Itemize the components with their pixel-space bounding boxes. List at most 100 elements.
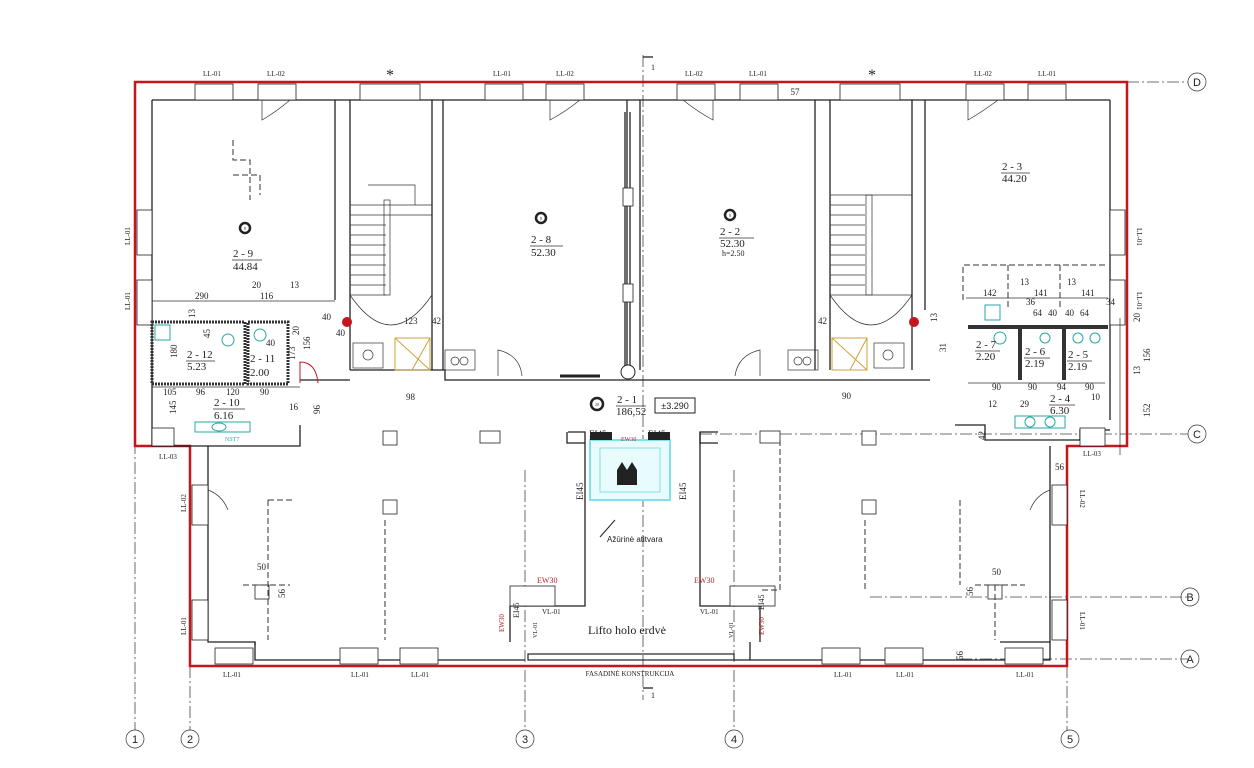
room-area: 2.00	[250, 367, 270, 379]
dimension-label: 120	[226, 387, 240, 397]
room-area: 44.84	[233, 261, 258, 273]
dimension-label: 142	[983, 288, 997, 298]
section-mark-top: 1	[643, 56, 655, 72]
facade-label: FASADINĖ KONSTRUKCIJA	[586, 670, 675, 678]
room-id: 2 - 11	[250, 353, 275, 365]
room-2-3: 2 - 344.20	[1001, 161, 1030, 185]
room-2-12: 2 - 125.23	[186, 349, 215, 373]
dimension-label: 156	[1142, 348, 1152, 362]
dimension-label: 152	[1142, 404, 1152, 418]
room-2-2: 82 - 252.30h=2.50	[719, 208, 754, 258]
room-area: 5.23	[187, 361, 207, 373]
axis-marker-1: 1	[125, 729, 145, 749]
fire-rating-label: EW30	[694, 576, 714, 585]
axis-marker-5: 5	[1060, 729, 1080, 749]
room-id: 2 - 7	[976, 339, 997, 351]
vl-label: VL-01	[533, 622, 539, 638]
window-label: LL-03	[159, 453, 177, 461]
axis-marker-B: B	[1180, 587, 1200, 607]
dimension-label: 116	[260, 291, 274, 301]
dimension-label: 145	[168, 400, 178, 414]
dimension-label: 12	[988, 399, 997, 409]
section-label: 1	[651, 63, 655, 72]
windows	[136, 83, 1126, 665]
dimension-label: 13	[1020, 277, 1030, 287]
level-marker: ±3.290	[654, 397, 696, 414]
dimension-label: 10	[1091, 392, 1101, 402]
dimension-label: 13	[290, 280, 300, 290]
axis-label: 2	[187, 734, 193, 746]
room-2-11: 2 - 11 2.00	[250, 353, 275, 379]
dimension-label: 34	[1106, 297, 1116, 307]
dimension-label: 141	[1081, 288, 1095, 298]
window-label: LL-01	[1078, 612, 1086, 630]
fire-rating-label: EI45	[678, 482, 688, 500]
walls	[151, 99, 1111, 661]
dimension-label: 40	[266, 338, 276, 348]
room-id: 2 - 12	[187, 349, 213, 361]
dimension-label: 105	[163, 387, 177, 397]
fixtures	[150, 140, 1108, 433]
window-labels: LL-01 LL-02 LL-01 LL-02 LL-02 LL-01 LL-0…	[124, 67, 1143, 679]
window-label: LL-01	[493, 70, 511, 78]
staircase-right	[829, 194, 919, 327]
dimension-label: 31	[938, 343, 948, 352]
window-label: LL-01	[411, 671, 429, 679]
axis-label: C	[1193, 429, 1201, 441]
dimension-label: 42	[977, 431, 987, 440]
stair-window-mark: *	[868, 67, 876, 84]
window-label: LL-01	[749, 70, 767, 78]
window-label: LL-01	[203, 70, 221, 78]
stair-window-mark: *	[386, 67, 394, 84]
room-2-8: 82 - 852.30	[530, 211, 563, 259]
dimension-label: 156	[302, 336, 312, 350]
room-area: 52.30	[720, 238, 745, 250]
fire-rating-label: EI45	[589, 429, 607, 439]
section-mark-bottom: 1	[643, 687, 655, 700]
axis-marker-C: C	[1187, 424, 1207, 444]
dimension-label: 64	[1033, 308, 1043, 318]
axis-label: 1	[132, 734, 138, 746]
window-label: LL-01	[1016, 671, 1034, 679]
dimension-label: 123	[404, 316, 418, 326]
dimension-label: 96	[196, 387, 206, 397]
dimension-label: 40	[1065, 308, 1075, 318]
window-label: LL-02	[267, 70, 285, 78]
vl-label: VL-01	[700, 608, 719, 616]
barrier-label: Ažūrinė atitvara	[607, 535, 663, 544]
window-label: LL-01	[351, 671, 369, 679]
room-height: h=2.50	[722, 249, 745, 258]
fire-rating-label: EI45	[757, 594, 766, 610]
room-2-4: 2 - 46.30	[1049, 393, 1075, 417]
dimension-label: 90	[842, 391, 852, 401]
fire-rating-label: EW30	[758, 617, 766, 635]
axis-marker-3: 3	[515, 729, 535, 749]
dimension-label: 90	[1028, 382, 1038, 392]
dimension-label: 13	[929, 313, 939, 323]
room-id: 2 - 9	[233, 248, 254, 260]
columns	[243, 430, 1025, 640]
dimension-label: 42	[818, 316, 827, 326]
dimension-label: 98	[406, 392, 416, 402]
window-label: LL-02	[685, 70, 703, 78]
room-area: 2.19	[1025, 358, 1045, 370]
fire-rating-label: EW30	[537, 576, 557, 585]
axis-label: 5	[1067, 734, 1073, 746]
window-label: LL-01	[834, 671, 852, 679]
window-label: LL-01	[1135, 228, 1143, 246]
vl-label: VL-01	[729, 622, 735, 638]
room-id: 2 - 2	[720, 226, 740, 238]
fire-rating-label: EI45	[575, 482, 585, 500]
fire-rating-label: EW30	[498, 614, 506, 632]
annotations: Lifto holo erdvė Ažūrinė atitvara NST7 E…	[225, 429, 766, 638]
dimension-label: 20	[291, 326, 301, 336]
room-area: 186,52	[616, 406, 646, 418]
dimension-label: 13	[1067, 277, 1077, 287]
dimension-label: 90	[992, 382, 1002, 392]
window-label: LL-01	[124, 292, 132, 310]
dimension-label: 56	[277, 589, 287, 599]
axis-label: 4	[731, 734, 737, 746]
room-2-5: 2 - 52.19	[1067, 349, 1092, 373]
room-tag: 8	[540, 216, 542, 221]
axis-marker-2: 2	[180, 729, 200, 749]
